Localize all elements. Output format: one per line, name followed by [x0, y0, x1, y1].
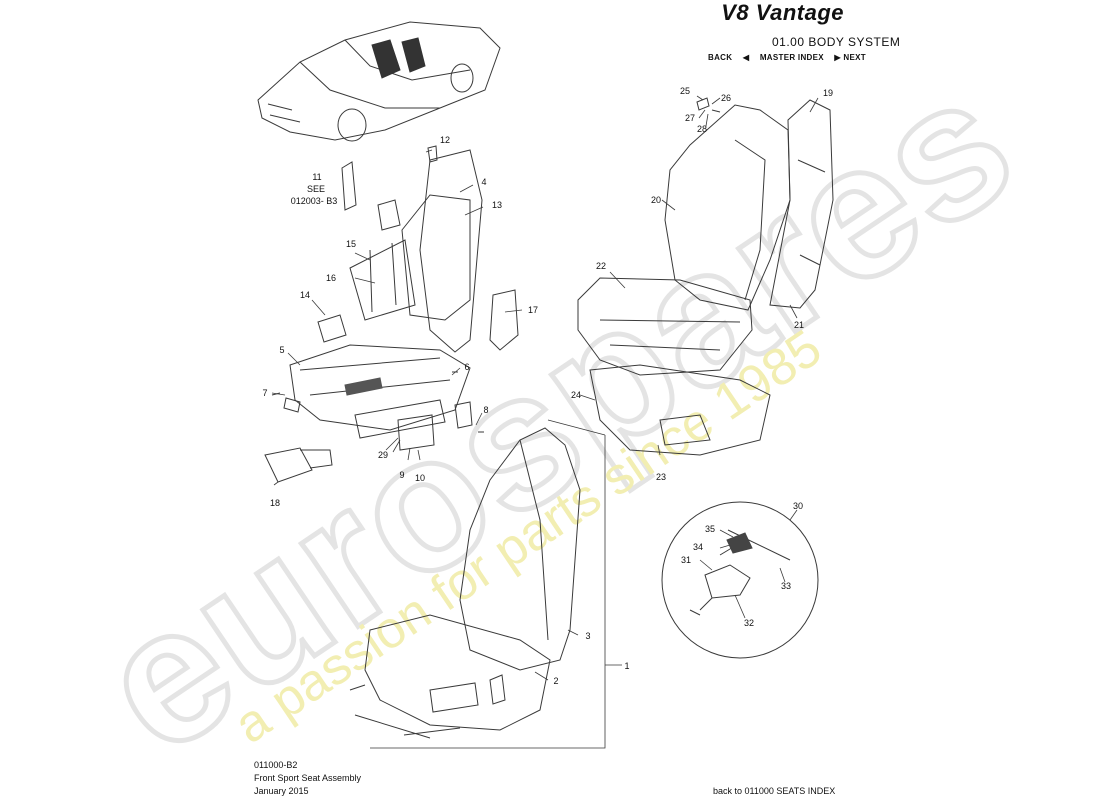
callout-31: 31	[681, 555, 691, 565]
diagram-title: Front Sport Seat Assembly	[254, 773, 362, 783]
callout-labels: 1 2 3 4 5 6 7 8 9 10 11 12 13 14 15 16 1…	[262, 86, 833, 686]
callout-19: 19	[823, 88, 833, 98]
callout-7: 7	[262, 388, 267, 398]
see-note-line2: 012003- B3	[291, 196, 338, 206]
callout-2: 2	[553, 676, 558, 686]
vantage-logo: V8 Vantage	[721, 0, 844, 25]
diagram-date: January 2015	[254, 786, 309, 796]
wiring-detail	[661, 501, 819, 659]
callout-11: 11	[312, 172, 321, 182]
callout-5: 5	[279, 345, 284, 355]
back-to-index-link[interactable]: back to 011000 SEATS INDEX	[713, 786, 836, 796]
callout-23: 23	[656, 472, 666, 482]
callout-12: 12	[440, 135, 450, 145]
backrest-parts	[664, 97, 834, 311]
callout-9: 9	[399, 470, 404, 480]
callout-33: 33	[781, 581, 791, 591]
callout-17: 17	[528, 305, 538, 315]
seat-frame	[264, 145, 519, 483]
complete-seat	[349, 427, 581, 739]
callout-21: 21	[794, 320, 804, 330]
callout-16: 16	[326, 273, 336, 283]
callout-8: 8	[483, 405, 488, 415]
car-illustration	[257, 21, 501, 142]
callout-27: 27	[685, 113, 695, 123]
back-link[interactable]: BACK ◀	[708, 53, 750, 62]
callout-18: 18	[270, 498, 280, 508]
callout-14: 14	[300, 290, 310, 300]
leader-lines	[271, 95, 819, 749]
callout-28: 28	[697, 124, 707, 134]
callout-4: 4	[481, 177, 486, 187]
callout-26: 26	[721, 93, 731, 103]
callout-29: 29	[378, 450, 388, 460]
callout-15: 15	[346, 239, 356, 249]
diagram-code: 011000-B2	[254, 760, 298, 770]
callout-20: 20	[651, 195, 661, 205]
callout-13: 13	[492, 200, 502, 210]
callout-32: 32	[744, 618, 754, 628]
callout-6: 6	[464, 362, 469, 372]
nav-bar: BACK ◀ MASTER INDEX ▶ NEXT	[708, 53, 882, 62]
callout-25: 25	[680, 86, 690, 96]
callout-3: 3	[585, 631, 590, 641]
see-note-line1: SEE	[307, 184, 325, 194]
callout-30: 30	[793, 501, 803, 511]
callout-1: 1	[624, 661, 629, 671]
callout-22: 22	[596, 261, 606, 271]
master-index-link[interactable]: MASTER INDEX	[759, 53, 824, 62]
callout-35: 35	[705, 524, 715, 534]
callout-34: 34	[693, 542, 703, 552]
system-title: 01.00 BODY SYSTEM	[772, 35, 901, 49]
callout-24: 24	[571, 390, 581, 400]
cushion-parts	[577, 277, 771, 456]
next-link[interactable]: ▶ NEXT	[834, 53, 866, 62]
callout-10: 10	[415, 473, 425, 483]
